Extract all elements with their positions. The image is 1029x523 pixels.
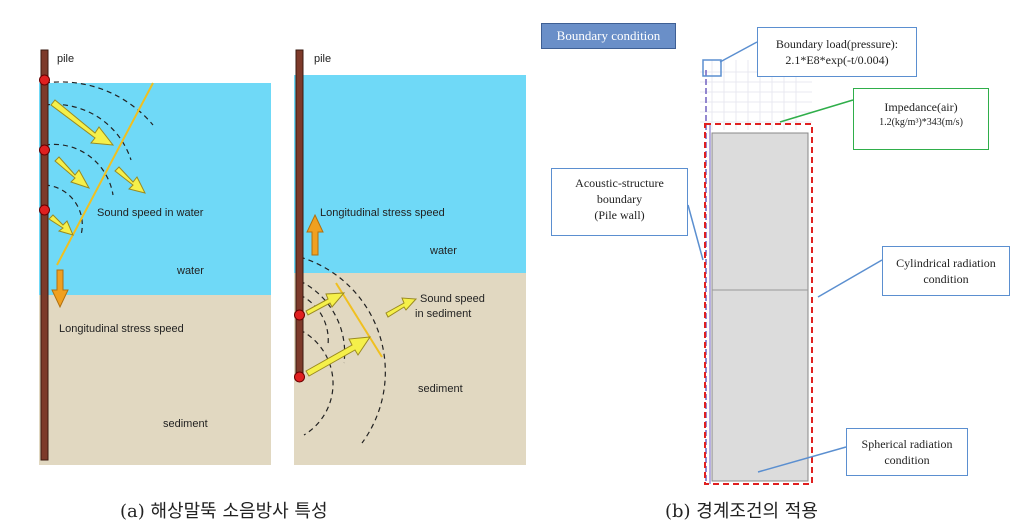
leader-line bbox=[817, 259, 883, 298]
water-label: water bbox=[177, 265, 204, 277]
pile-radiation-diagram-2 bbox=[294, 49, 526, 465]
source-point bbox=[294, 309, 305, 321]
source-point bbox=[294, 371, 305, 383]
longitudinal-label: Longitudinal stress speed bbox=[320, 207, 445, 219]
acoustic-line-1: Acoustic-structure bbox=[575, 176, 664, 190]
pile-radiation-diagram-1 bbox=[39, 49, 271, 465]
cylindrical-radiation-callout: Cylindrical radiation condition bbox=[882, 246, 1010, 296]
wavefront-arc bbox=[299, 294, 329, 346]
water-region bbox=[294, 75, 526, 273]
longitudinal-label: Longitudinal stress speed bbox=[59, 323, 184, 335]
sound-speed-sediment-label-1: Sound speed bbox=[420, 293, 485, 305]
spherical-radiation-callout: Spherical radiation condition bbox=[846, 428, 968, 476]
source-point bbox=[39, 74, 50, 86]
pile bbox=[40, 49, 49, 461]
boundary-condition-button[interactable]: Boundary condition bbox=[541, 23, 676, 49]
impedance-line-2: 1.2(kg/m³)*343(m/s) bbox=[879, 117, 963, 128]
cylindrical-line-2: condition bbox=[923, 272, 969, 286]
spherical-line-2: condition bbox=[884, 453, 930, 467]
leader-line bbox=[719, 41, 758, 63]
fluid-domain bbox=[711, 132, 809, 482]
sediment-label: sediment bbox=[418, 383, 463, 395]
propagation-arrow bbox=[385, 297, 418, 318]
wavefront-arc bbox=[44, 143, 114, 196]
propagation-arrow bbox=[54, 156, 91, 189]
sound-speed-water-label: Sound speed in water bbox=[97, 207, 204, 219]
sound-speed-sediment-label-2: in sediment bbox=[415, 308, 472, 320]
leader-line bbox=[757, 446, 847, 473]
propagation-arrow bbox=[305, 292, 346, 316]
longitudinal-arrow-up bbox=[306, 213, 324, 256]
panel-b-caption: (b) 경계조건의 적용 bbox=[665, 501, 818, 522]
dashed-boundary bbox=[704, 123, 813, 485]
propagation-arrow bbox=[50, 99, 115, 146]
boundary-load-line-2: 2.1*E8*exp(-t/0.004) bbox=[785, 53, 889, 67]
panel-a-figure-2: pile Longitudinal stress speed water Sou… bbox=[290, 45, 530, 465]
mach-front-line bbox=[335, 282, 383, 358]
boundary-load-line-1: Boundary load(pressure): bbox=[775, 37, 899, 51]
spherical-line-1: Spherical radiation bbox=[861, 437, 953, 451]
wavefront-arc bbox=[299, 280, 346, 364]
propagation-arrow bbox=[48, 214, 74, 236]
propagation-arrow bbox=[114, 166, 146, 194]
sediment-label: sediment bbox=[163, 418, 208, 430]
panel-a-figure-1: pile Sound speed in water water Longitud… bbox=[35, 45, 275, 465]
longitudinal-arrow-down bbox=[51, 269, 69, 309]
pile-label: pile bbox=[57, 53, 75, 65]
leader-line bbox=[687, 204, 704, 261]
water-region bbox=[39, 83, 271, 295]
propagation-arrow bbox=[305, 336, 371, 377]
wavefront-arc bbox=[299, 329, 334, 436]
load-marker-box bbox=[702, 59, 722, 77]
cylindrical-line-1: Cylindrical radiation bbox=[896, 256, 996, 270]
impedance-line-1: Impedance(air) bbox=[884, 100, 958, 114]
boundary-load-callout: Boundary load(pressure): 2.1*E8*exp(-t/0… bbox=[757, 27, 917, 77]
leader-line bbox=[779, 99, 854, 123]
water-label: water bbox=[430, 245, 457, 257]
sediment-region bbox=[39, 295, 271, 465]
panel-a-caption: (a) 해상말뚝 소음방사 특성 bbox=[120, 501, 328, 522]
acoustic-structure-callout: Acoustic-structure boundary (Pile wall) bbox=[551, 168, 688, 236]
source-point bbox=[39, 204, 50, 216]
acoustic-line-3: (Pile wall) bbox=[594, 208, 645, 222]
source-point bbox=[39, 144, 50, 156]
impedance-callout: Impedance(air) 1.2(kg/m³)*343(m/s) bbox=[853, 88, 989, 150]
pile bbox=[295, 49, 304, 381]
acoustic-line-2: boundary bbox=[596, 192, 643, 206]
pile-label: pile bbox=[314, 53, 332, 65]
boundary-condition-label: Boundary condition bbox=[556, 28, 661, 43]
